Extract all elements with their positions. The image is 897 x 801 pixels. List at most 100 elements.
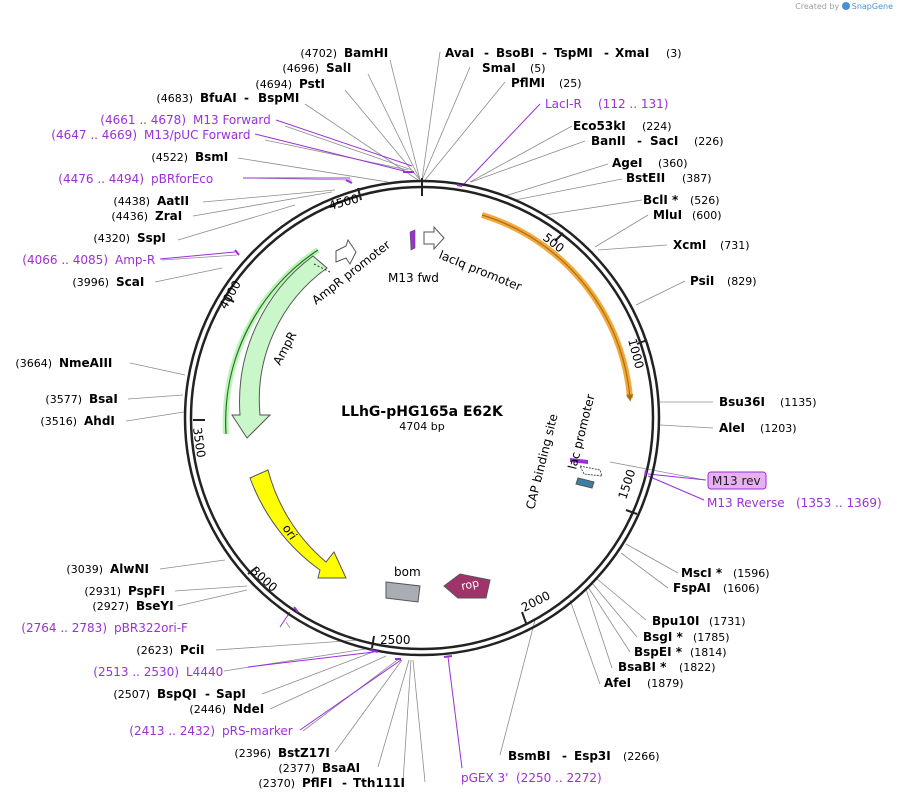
sali-pos: (4696) <box>282 62 319 75</box>
left-labels: (4702) BamHI (4696) SalI (4694) PstI (46… <box>15 46 405 790</box>
eco53-name: Eco53kI <box>573 119 626 133</box>
smai-name: SmaI <box>482 61 516 75</box>
lac-m13rev-mark <box>570 458 588 464</box>
credit-brand: SnapGene <box>851 2 893 11</box>
snapgene-credit: Created by SnapGene <box>795 2 893 11</box>
bamhi-name: BamHI <box>344 46 388 60</box>
bsmbi-pos: (2266) <box>623 750 660 763</box>
rop-label: rop <box>460 576 480 592</box>
svg-text:-: - <box>562 749 567 763</box>
nmea-pos: (3664) <box>15 357 52 370</box>
m13f-name: M13 Forward <box>193 113 271 127</box>
ampr-arrow <box>231 255 328 439</box>
afei-name: AfeI <box>604 676 631 690</box>
tspmi-name: TspMI <box>554 46 593 60</box>
prs-name: pRS-marker <box>222 724 293 738</box>
tick-3500: 3500 <box>190 426 208 458</box>
laciq-label: lacIq promoter <box>437 248 524 294</box>
tick-1500: 1500 <box>616 468 639 501</box>
prs-pos: (2413 .. 2432) <box>129 724 215 738</box>
bom-feature <box>385 581 421 603</box>
rop-arrow <box>443 573 491 599</box>
ahdi-name: AhdI <box>84 414 115 428</box>
zrai-name: ZraI <box>155 209 182 223</box>
psii-name: PsiI <box>690 274 714 288</box>
alei-name: AleI <box>719 421 745 435</box>
bsmi-pos: (4522) <box>151 151 188 164</box>
bsabi-name: BsaBI * <box>618 660 667 674</box>
bsmbi-name: BsmBI <box>508 749 550 763</box>
m13-fwd-mark <box>409 229 416 251</box>
lac-promoter-mark <box>579 465 603 477</box>
ori-arrow <box>249 469 347 579</box>
bsu36-name: Bsu36I <box>719 395 765 409</box>
pgex-pos: (2250 .. 2272) <box>516 771 602 785</box>
tick-2500: 2500 <box>380 633 411 647</box>
cap-label: CAP binding site <box>523 412 560 510</box>
bcli-name: BclI * <box>643 193 679 207</box>
bpu10-pos: (1731) <box>709 615 746 628</box>
banii-pos: (226) <box>694 135 724 148</box>
laci-arrow <box>481 214 634 402</box>
m13puc-pos: (4647 .. 4669) <box>51 128 137 142</box>
pflmi-name: PflMI <box>511 76 545 90</box>
pbrfor-name: pBRforEco <box>151 172 213 186</box>
bspqi-pos: (2507) <box>113 688 150 701</box>
m13rev-box <box>707 471 767 490</box>
bsteii-name: BstEII <box>626 171 665 185</box>
bsobi-name: BsoBI <box>496 46 534 60</box>
msci-pos: (1596) <box>733 567 770 580</box>
ampr-primer-pos: (4066 .. 4085) <box>22 253 108 267</box>
bsmi-name: BsmI <box>195 150 228 164</box>
pflmi-pos: (25) <box>559 77 582 90</box>
fspai-name: FspAI <box>673 581 711 595</box>
bseyi-pos: (2927) <box>92 600 129 613</box>
snapgene-logo-icon <box>841 2 850 10</box>
bfuai-pos: (4683) <box>156 92 193 105</box>
bstz-pos: (2396) <box>234 747 271 760</box>
nmea-name: NmeAIII <box>59 356 112 370</box>
primer-marks <box>234 171 647 660</box>
msci-name: MscI * <box>681 566 723 580</box>
pflfi-name: PflFI <box>302 776 332 790</box>
alei-pos: (1203) <box>760 422 797 435</box>
plasmid-name: LLhG-pHG165a E62K <box>341 404 504 420</box>
laciq-promoter-arrow <box>423 225 445 251</box>
bsu36-pos: (1135) <box>780 396 817 409</box>
ampr-primer-name: Amp-R <box>115 253 155 267</box>
smai-pos: (5) <box>530 62 546 75</box>
svg-text:-: - <box>205 687 210 701</box>
svg-text:-: - <box>604 46 609 60</box>
ampr-junction <box>313 263 331 273</box>
svg-text:-: - <box>342 776 347 790</box>
ndei-pos: (2446) <box>189 703 226 716</box>
sspi-name: SspI <box>137 231 166 245</box>
esp3i-name: Esp3I <box>574 749 611 763</box>
bstz-name: BstZ17I <box>278 746 330 760</box>
lac-promoter-label: lac promoter <box>565 393 597 471</box>
afei-pos: (1879) <box>647 677 684 690</box>
svg-text:-: - <box>542 46 547 60</box>
bsai-name: BsaI <box>89 392 118 406</box>
psii-pos: (829) <box>727 275 757 288</box>
banii-name: BanII <box>591 134 626 148</box>
bsaai-pos: (2377) <box>278 762 315 775</box>
pcii-pos: (2623) <box>136 644 173 657</box>
m13puc-name: M13/pUC Forward <box>144 128 251 142</box>
bom-label: bom <box>394 565 421 579</box>
pgex-name: pGEX 3' <box>461 771 508 785</box>
bsgi-name: BsgI * <box>643 630 684 644</box>
lacir-pos: (112 .. 131) <box>598 97 668 111</box>
tick-4500: 4500 <box>327 191 360 212</box>
m13-fwd-label: M13 fwd <box>388 271 439 285</box>
svg-text:-: - <box>244 91 249 105</box>
sali-name: SalI <box>326 61 351 75</box>
bsgi-pos: (1785) <box>693 631 730 644</box>
bamhi-pos: (4702) <box>300 47 337 60</box>
eco53-pos: (224) <box>642 120 672 133</box>
ndei-name: NdeI <box>233 702 264 716</box>
avai-name: AvaI <box>445 46 474 60</box>
psti-name: PstI <box>299 77 325 91</box>
m13r-pos: (1353 .. 1369) <box>796 496 882 510</box>
